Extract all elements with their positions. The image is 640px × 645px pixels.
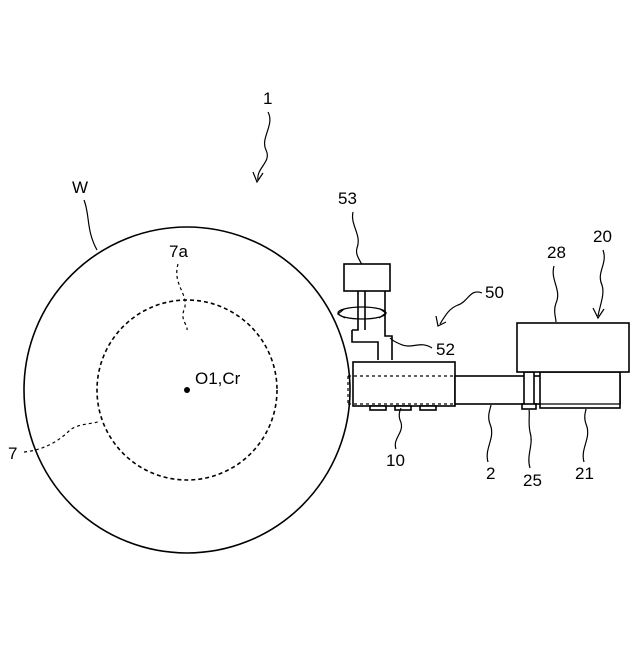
motor-box bbox=[344, 264, 390, 291]
leader-base bbox=[583, 409, 588, 462]
leader-head bbox=[553, 266, 558, 322]
leader-motor bbox=[353, 212, 362, 265]
label-center: O1,Cr bbox=[195, 369, 241, 388]
label-assembly: 20 bbox=[593, 227, 612, 246]
leader-device bbox=[258, 112, 270, 180]
label-arm-group: 50 bbox=[485, 283, 504, 302]
label-outline: 7 bbox=[8, 444, 17, 463]
label-slider: 10 bbox=[386, 451, 405, 470]
label-joint: 25 bbox=[523, 471, 542, 490]
leader-arm bbox=[390, 338, 432, 348]
leader-slider bbox=[395, 408, 401, 449]
label-base: 21 bbox=[575, 464, 594, 483]
slider-foot-3 bbox=[420, 406, 436, 410]
label-arm: 52 bbox=[436, 340, 455, 359]
center-point bbox=[184, 387, 190, 393]
base-block bbox=[540, 372, 620, 408]
label-head: 28 bbox=[547, 243, 566, 262]
leader-arm-group bbox=[440, 292, 482, 324]
head-box bbox=[517, 323, 629, 372]
label-motor: 53 bbox=[338, 189, 357, 208]
joint-foot bbox=[522, 404, 536, 409]
leader-region bbox=[177, 264, 187, 330]
leader-assembly bbox=[598, 250, 604, 316]
slider-foot-1 bbox=[370, 406, 386, 410]
leader-rail bbox=[487, 405, 492, 462]
joint-post bbox=[524, 372, 534, 408]
leader-joint bbox=[529, 410, 531, 468]
arm-link-left bbox=[352, 330, 378, 360]
label-workpiece: W bbox=[72, 178, 88, 197]
label-rail: 2 bbox=[486, 464, 495, 483]
label-region: 7a bbox=[169, 242, 188, 261]
leader-workpiece bbox=[84, 200, 97, 250]
arm-outer bbox=[352, 291, 358, 330]
arm-link-right bbox=[385, 291, 392, 360]
label-device: 1 bbox=[263, 89, 272, 108]
slider-foot-2 bbox=[395, 406, 411, 410]
rotation-ellipse bbox=[338, 307, 386, 319]
slider-block bbox=[353, 362, 455, 406]
